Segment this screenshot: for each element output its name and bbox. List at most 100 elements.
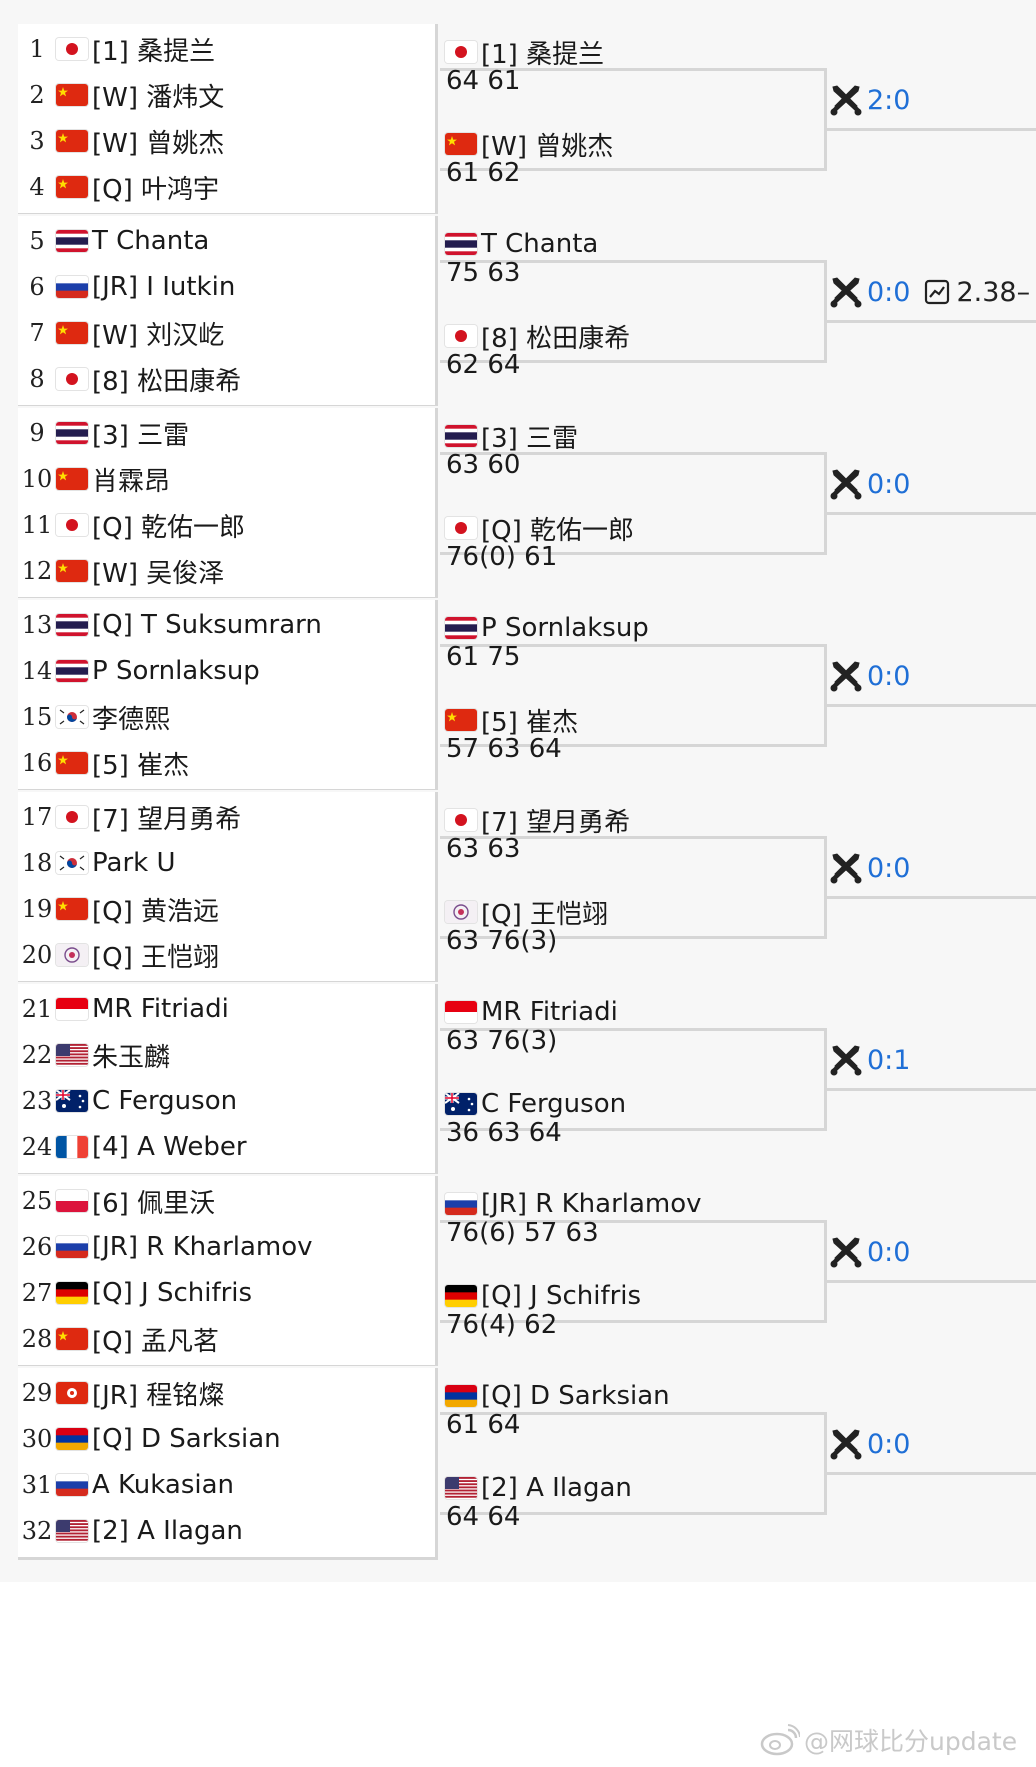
player-name[interactable]: [1] 桑提兰 [92,36,216,67]
head-to-head[interactable]: 0:0 2.38– [829,272,1030,312]
draw-entry[interactable]: 14 P Sornlaksup [18,646,438,696]
draw-entry[interactable]: 29[JR] 程铭燦 [18,1368,438,1418]
player-name[interactable]: [2] A Ilagan [481,1473,632,1503]
round2-player[interactable]: [W] 曾姚杰 [445,126,613,162]
head-to-head[interactable]: 0:0 [829,848,910,888]
h2h-record-link[interactable]: 2:0 [867,84,911,116]
player-name[interactable]: [JR] R Kharlamov [481,1189,702,1219]
draw-entry[interactable]: 22 朱玉麟 [18,1030,438,1080]
head-to-head[interactable]: 0:0 [829,464,910,504]
head-to-head[interactable]: 0:0 [829,1232,910,1272]
player-name[interactable]: [W] 曾姚杰 [481,131,614,162]
draw-entry[interactable]: 4[Q] 叶鸿宇 [18,162,438,212]
player-name[interactable]: [1] 桑提兰 [481,39,605,70]
player-name[interactable]: [JR] I Iutkin [92,272,236,302]
player-name[interactable]: [2] A Ilagan [92,1516,243,1546]
odds[interactable]: 2.38– [924,277,1030,308]
draw-entry[interactable]: 28[Q] 孟凡茗 [18,1314,438,1364]
draw-entry[interactable]: 16[5] 崔杰 [18,738,438,788]
player-name[interactable]: [Q] 孟凡茗 [92,1326,220,1357]
draw-entry[interactable]: 19[Q] 黄浩远 [18,884,438,934]
draw-entry[interactable]: 11[Q] 乾佑一郎 [18,500,438,550]
draw-entry[interactable]: 26[JR] R Kharlamov [18,1222,438,1272]
player-name[interactable]: [Q] 乾佑一郎 [92,512,246,543]
round2-player[interactable]: MR Fitriadi [445,994,618,1030]
draw-entry[interactable]: 20[Q] 王恺翊 [18,930,438,980]
draw-entry[interactable]: 2[W] 潘炜文 [18,70,438,120]
player-name[interactable]: [4] A Weber [92,1132,247,1162]
player-name[interactable]: P Sornlaksup [92,656,260,686]
draw-entry[interactable]: 9[3] 三雷 [18,408,438,458]
player-name[interactable]: [Q] T Suksumrarn [92,610,322,640]
player-name[interactable]: A Kukasian [92,1470,234,1500]
head-to-head[interactable]: 2:0 [829,80,910,120]
player-name[interactable]: Park U [92,848,176,878]
round2-player[interactable]: [2] A Ilagan [445,1470,632,1506]
head-to-head[interactable]: 0:0 [829,656,910,696]
round2-player[interactable]: [8] 松田康希 [445,318,630,354]
h2h-record-link[interactable]: 0:0 [867,1236,911,1268]
h2h-record-link[interactable]: 0:0 [867,660,911,692]
round2-player[interactable]: C Ferguson [445,1086,626,1122]
draw-entry[interactable]: 17[7] 望月勇希 [18,792,438,842]
player-name[interactable]: [3] 三雷 [481,423,579,454]
h2h-record-link[interactable]: 0:1 [867,1044,911,1076]
round2-player[interactable]: T Chanta [445,226,598,262]
draw-entry[interactable]: 12[W] 吴俊泽 [18,546,438,596]
draw-entry[interactable]: 1[1] 桑提兰 [18,24,438,74]
draw-entry[interactable]: 6[JR] I Iutkin [18,262,438,312]
round2-player[interactable]: [Q] 王恺翊 [445,894,608,930]
draw-entry[interactable]: 31 A Kukasian [18,1460,438,1510]
player-name[interactable]: [5] 崔杰 [92,750,190,781]
player-name[interactable]: [Q] 王恺翊 [481,899,609,930]
h2h-record-link[interactable]: 0:0 [867,276,911,308]
round2-player[interactable]: [1] 桑提兰 [445,34,604,70]
draw-entry[interactable]: 32[2] A Ilagan [18,1506,438,1556]
player-name[interactable]: MR Fitriadi [92,994,229,1024]
draw-entry[interactable]: 23 C Ferguson [18,1076,438,1126]
round2-player[interactable]: [3] 三雷 [445,418,578,454]
round2-player[interactable]: [5] 崔杰 [445,702,578,738]
player-name[interactable]: [Q] D Sarksian [481,1381,670,1411]
player-name[interactable]: C Ferguson [92,1086,238,1116]
head-to-head[interactable]: 0:1 [829,1040,910,1080]
round2-player[interactable]: [JR] R Kharlamov [445,1186,702,1222]
draw-entry[interactable]: 8[8] 松田康希 [18,354,438,404]
head-to-head[interactable]: 0:0 [829,1424,910,1464]
player-name[interactable]: 肖霖昂 [92,466,171,497]
player-name[interactable]: MR Fitriadi [481,997,618,1027]
draw-entry[interactable]: 18 Park U [18,838,438,888]
player-name[interactable]: 李德熙 [92,704,171,735]
player-name[interactable]: C Ferguson [481,1089,627,1119]
player-name[interactable]: [3] 三雷 [92,420,190,451]
player-name[interactable]: 朱玉麟 [92,1042,171,1073]
player-name[interactable]: [JR] R Kharlamov [92,1232,313,1262]
round2-player[interactable]: [Q] J Schifris [445,1278,641,1314]
draw-entry[interactable]: 24[4] A Weber [18,1122,438,1172]
draw-entry[interactable]: 13[Q] T Suksumrarn [18,600,438,650]
player-name[interactable]: [Q] J Schifris [92,1278,253,1308]
draw-entry[interactable]: 25[6] 佩里沃 [18,1176,438,1226]
round2-player[interactable]: [Q] D Sarksian [445,1378,670,1414]
draw-entry[interactable]: 30[Q] D Sarksian [18,1414,438,1464]
player-name[interactable]: [W] 潘炜文 [92,82,225,113]
player-name[interactable]: [Q] 乾佑一郎 [481,515,635,546]
draw-entry[interactable]: 21 MR Fitriadi [18,984,438,1034]
player-name[interactable]: [Q] 王恺翊 [92,942,220,973]
player-name[interactable]: [JR] 程铭燦 [92,1380,225,1411]
player-name[interactable]: P Sornlaksup [481,613,649,643]
player-name[interactable]: [W] 曾姚杰 [92,128,225,159]
draw-entry[interactable]: 3[W] 曾姚杰 [18,116,438,166]
player-name[interactable]: T Chanta [92,226,210,256]
h2h-record-link[interactable]: 0:0 [867,468,911,500]
h2h-record-link[interactable]: 0:0 [867,852,911,884]
player-name[interactable]: [Q] 叶鸿宇 [92,174,220,205]
draw-entry[interactable]: 5 T Chanta [18,216,438,266]
player-name[interactable]: [7] 望月勇希 [92,804,242,835]
player-name[interactable]: [W] 刘汉屹 [92,320,225,351]
player-name[interactable]: [7] 望月勇希 [481,807,631,838]
player-name[interactable]: [6] 佩里沃 [92,1188,216,1219]
player-name[interactable]: [5] 崔杰 [481,707,579,738]
draw-entry[interactable]: 27[Q] J Schifris [18,1268,438,1318]
draw-entry[interactable]: 15 李德熙 [18,692,438,742]
